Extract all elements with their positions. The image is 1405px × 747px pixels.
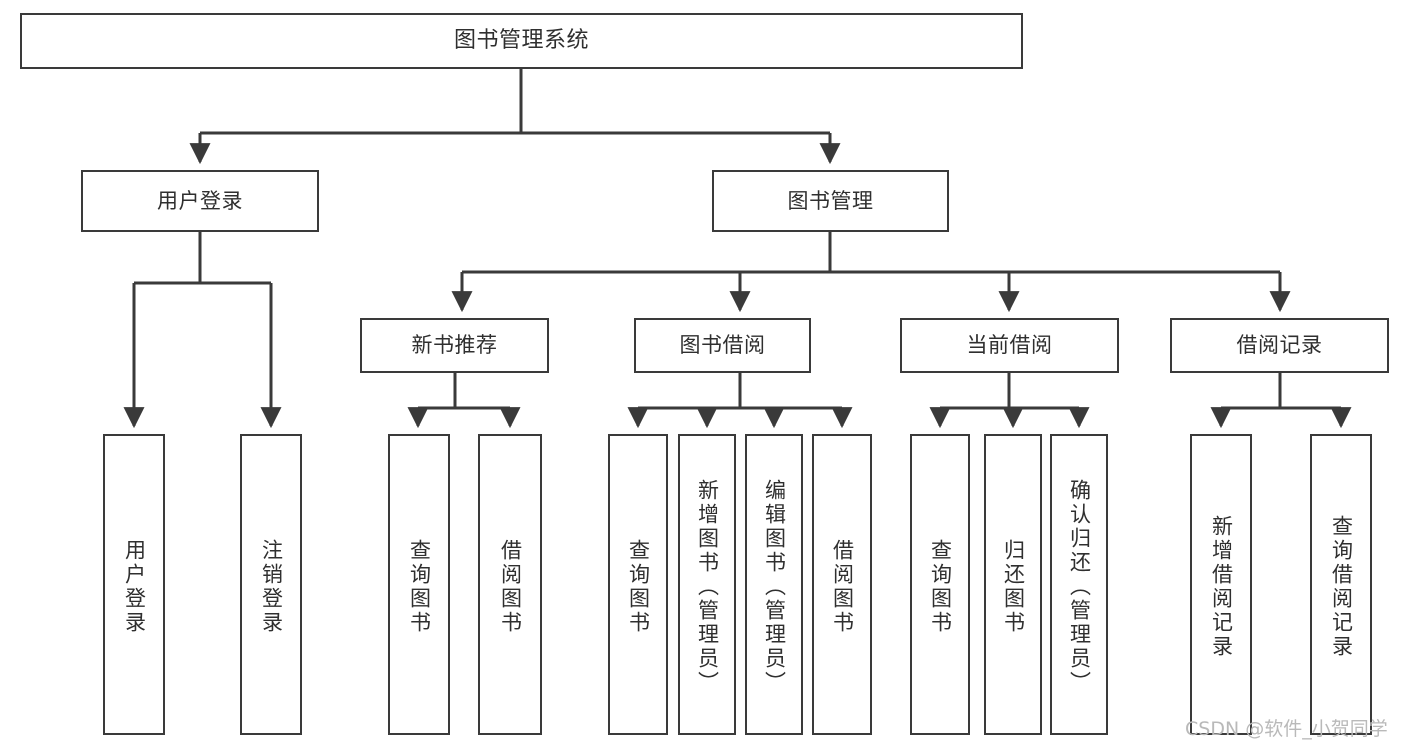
- node-label: 新增图书（管理员）: [695, 478, 720, 695]
- node-label: 新书推荐: [411, 333, 498, 358]
- node-borrow-record[interactable]: 借阅记录: [1170, 318, 1389, 373]
- node-borrow-book-1[interactable]: 借阅图书: [478, 434, 542, 735]
- node-label: 用户登录: [122, 538, 147, 635]
- node-return-book[interactable]: 归还图书: [984, 434, 1042, 735]
- node-label: 查询图书: [928, 538, 953, 635]
- node-label: 当前借阅: [966, 333, 1053, 358]
- node-new-book-recommend[interactable]: 新书推荐: [360, 318, 549, 373]
- node-confirm-return-admin[interactable]: 确认归还（管理员）: [1050, 434, 1108, 735]
- node-label: 注销登录: [259, 538, 284, 635]
- node-label: 图书管理系统: [453, 28, 589, 54]
- node-label: 借阅图书: [830, 538, 855, 635]
- node-query-book-1[interactable]: 查询图书: [388, 434, 450, 735]
- node-label: 查询借阅记录: [1329, 514, 1354, 659]
- node-root[interactable]: 图书管理系统: [20, 13, 1023, 69]
- node-label: 编辑图书（管理员）: [762, 478, 787, 695]
- node-query-book-2[interactable]: 查询图书: [608, 434, 668, 735]
- node-label: 借阅图书: [498, 538, 523, 635]
- node-book-borrow[interactable]: 图书借阅: [634, 318, 811, 373]
- node-add-borrow-record[interactable]: 新增借阅记录: [1190, 434, 1252, 735]
- node-label: 查询图书: [626, 538, 651, 635]
- node-label: 查询图书: [407, 538, 432, 635]
- node-label: 借阅记录: [1236, 333, 1323, 358]
- node-label: 归还图书: [1001, 538, 1026, 635]
- watermark: CSDN @软件_小贺同学: [1185, 718, 1388, 740]
- node-book-manage[interactable]: 图书管理: [712, 170, 949, 232]
- node-label: 图书管理: [787, 188, 874, 213]
- node-borrow-book-2[interactable]: 借阅图书: [812, 434, 872, 735]
- node-label: 确认归还（管理员）: [1067, 478, 1092, 695]
- node-label: 图书借阅: [679, 333, 766, 358]
- node-query-book-3[interactable]: 查询图书: [910, 434, 970, 735]
- node-user-login-do[interactable]: 用户登录: [103, 434, 165, 735]
- node-label: 用户登录: [157, 188, 243, 213]
- node-label: 新增借阅记录: [1209, 514, 1234, 659]
- node-current-borrow[interactable]: 当前借阅: [900, 318, 1119, 373]
- node-add-book-admin[interactable]: 新增图书（管理员）: [678, 434, 736, 735]
- node-user-logout[interactable]: 注销登录: [240, 434, 302, 735]
- node-user-login[interactable]: 用户登录: [81, 170, 319, 232]
- node-edit-book-admin[interactable]: 编辑图书（管理员）: [745, 434, 803, 735]
- node-query-borrow-record[interactable]: 查询借阅记录: [1310, 434, 1372, 735]
